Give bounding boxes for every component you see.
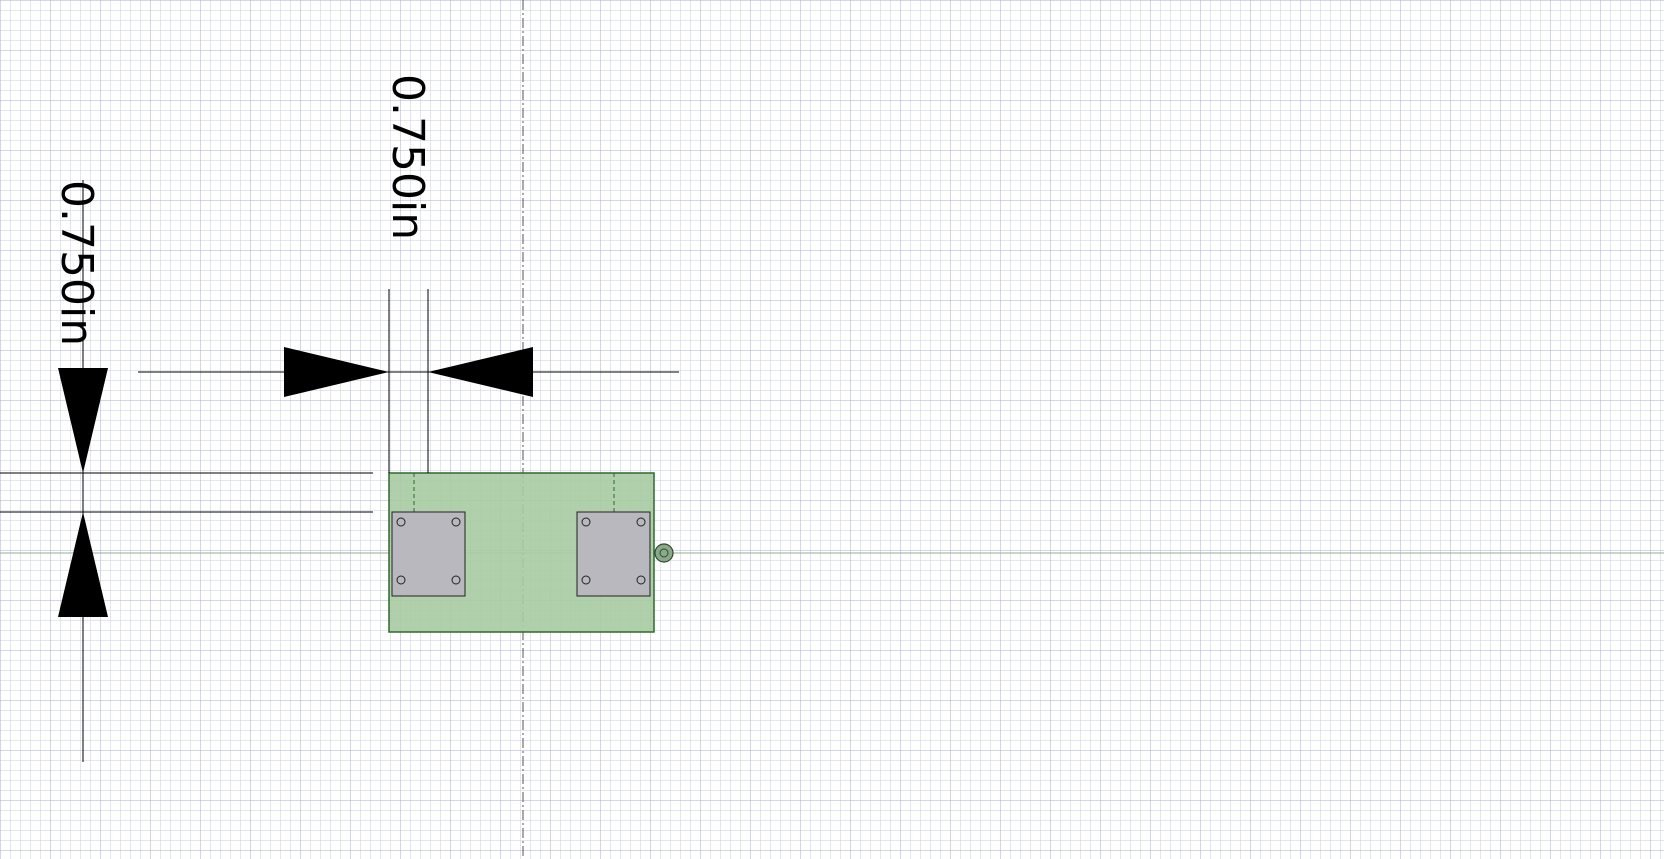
dimension-horizontal[interactable]: 0.750in	[138, 74, 679, 473]
bolt-hole	[636, 517, 646, 527]
bolt-hole	[636, 575, 646, 585]
bolt-hole	[396, 575, 406, 585]
dimension-label-vertical: 0.750in	[51, 180, 102, 346]
dimension-vertical[interactable]: 0.750in	[0, 180, 373, 762]
circle-marker-icon[interactable]	[654, 543, 674, 563]
bolt-hole	[451, 575, 461, 585]
mounting-pad-left[interactable]	[391, 511, 466, 597]
bolt-hole	[451, 517, 461, 527]
mounting-pad-right[interactable]	[576, 511, 651, 597]
arrowhead-left	[428, 347, 533, 397]
arrowhead-right	[284, 347, 389, 397]
arrowhead-down	[58, 368, 108, 473]
bolt-hole	[581, 575, 591, 585]
arrowhead-up	[58, 512, 108, 617]
bolt-hole	[396, 517, 406, 527]
dimension-label-horizontal: 0.750in	[382, 74, 433, 240]
bolt-hole	[581, 517, 591, 527]
